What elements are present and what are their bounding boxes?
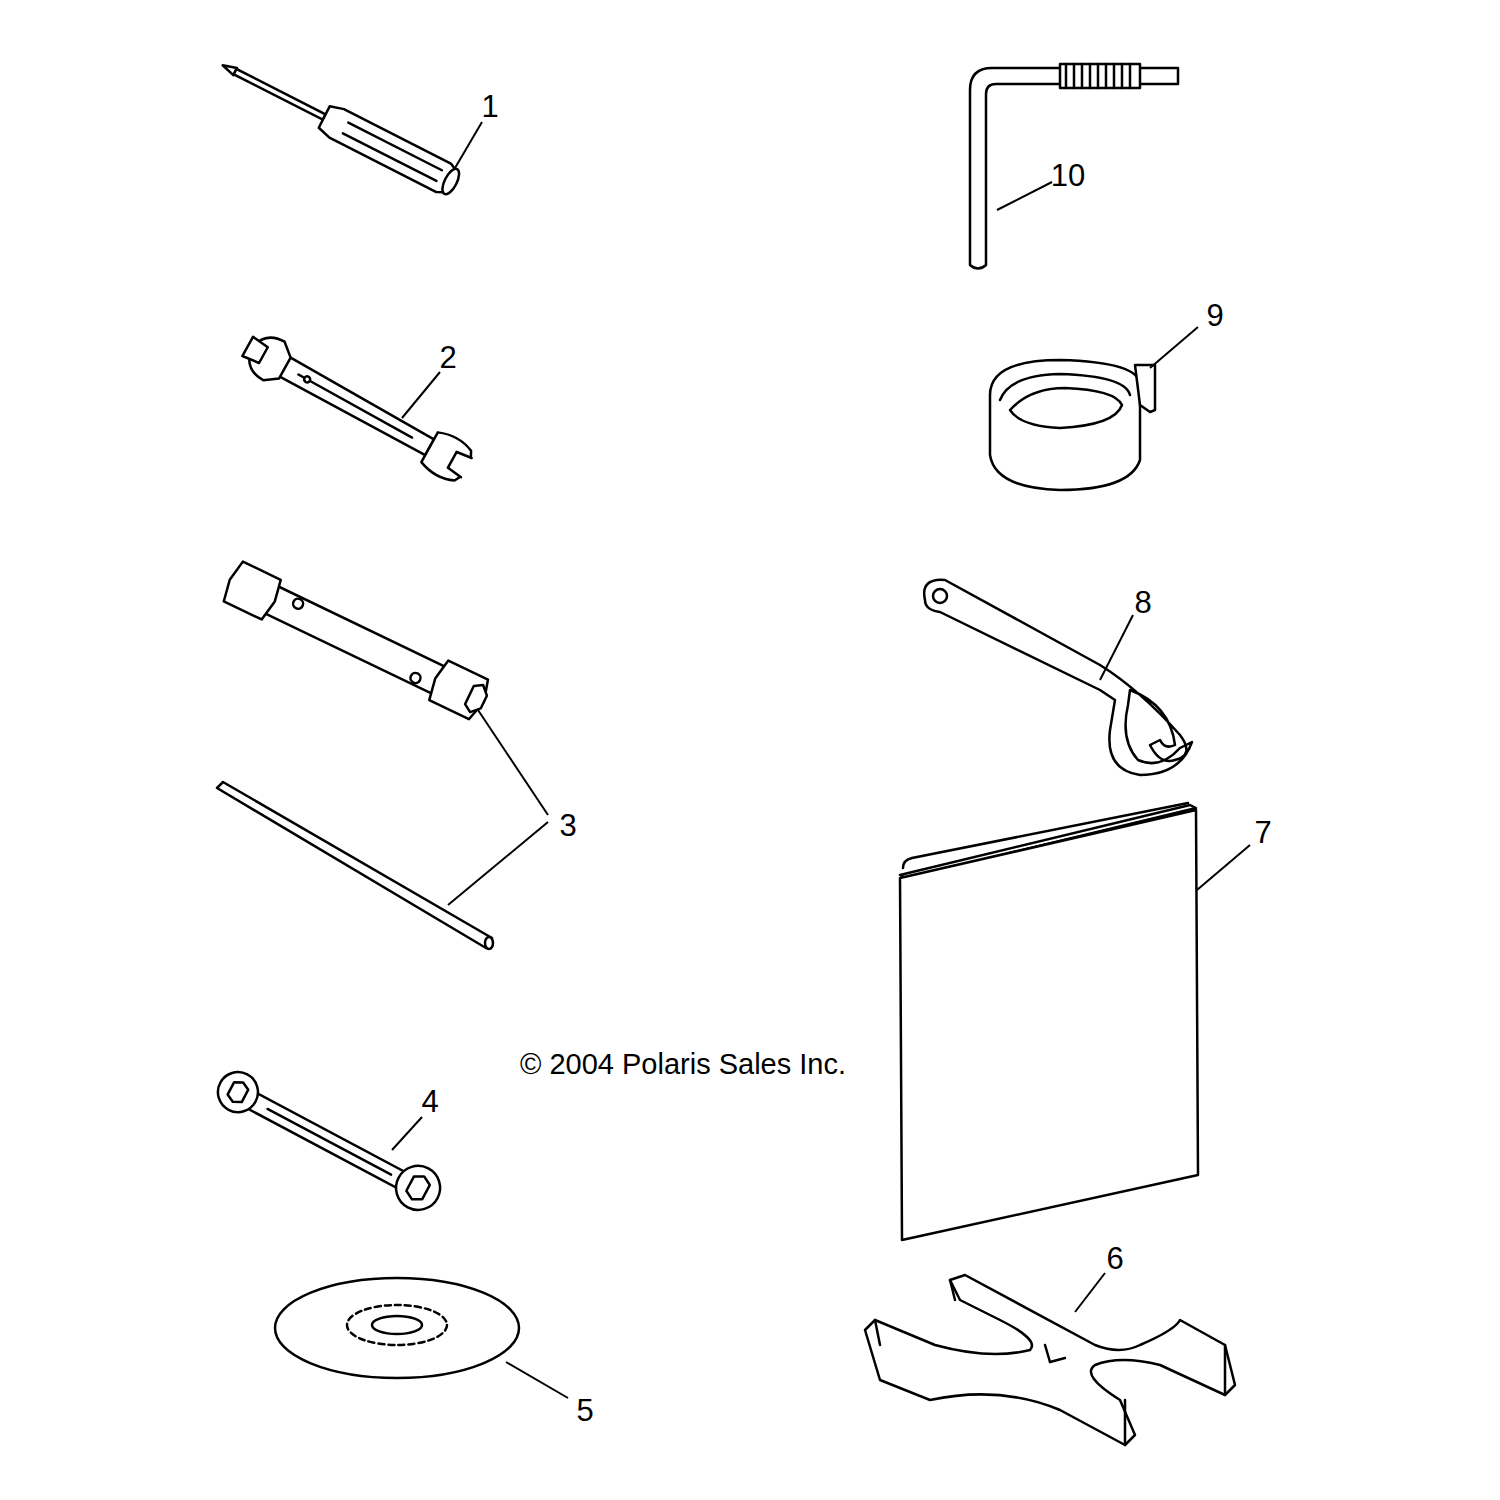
hook-spanner (924, 580, 1192, 775)
cd-disc (275, 1278, 519, 1378)
callout-number: 9 (1206, 300, 1223, 331)
callout-number: 2 (439, 342, 456, 373)
leader-lines (392, 122, 1250, 1398)
ring-wrench (210, 1063, 448, 1217)
owners-manual (900, 803, 1198, 1240)
tape-roll (990, 360, 1155, 490)
tommy-bar (217, 782, 493, 949)
callout-number: 5 (576, 1395, 593, 1426)
screwdriver (215, 51, 463, 198)
callout-number: 1 (481, 91, 498, 122)
copyright-note: © 2004 Polaris Sales Inc. (520, 1050, 846, 1079)
callout-number: 4 (421, 1086, 438, 1117)
callout-number: 10 (1051, 160, 1085, 191)
callout-number: 8 (1134, 587, 1151, 618)
gauge-tool (865, 1275, 1235, 1445)
l-wrench (970, 64, 1178, 269)
box-wrench (220, 560, 493, 722)
open-wrench (237, 327, 484, 491)
callout-number: 6 (1106, 1243, 1123, 1274)
callout-number: 3 (559, 810, 576, 841)
callout-number: 7 (1254, 817, 1271, 848)
